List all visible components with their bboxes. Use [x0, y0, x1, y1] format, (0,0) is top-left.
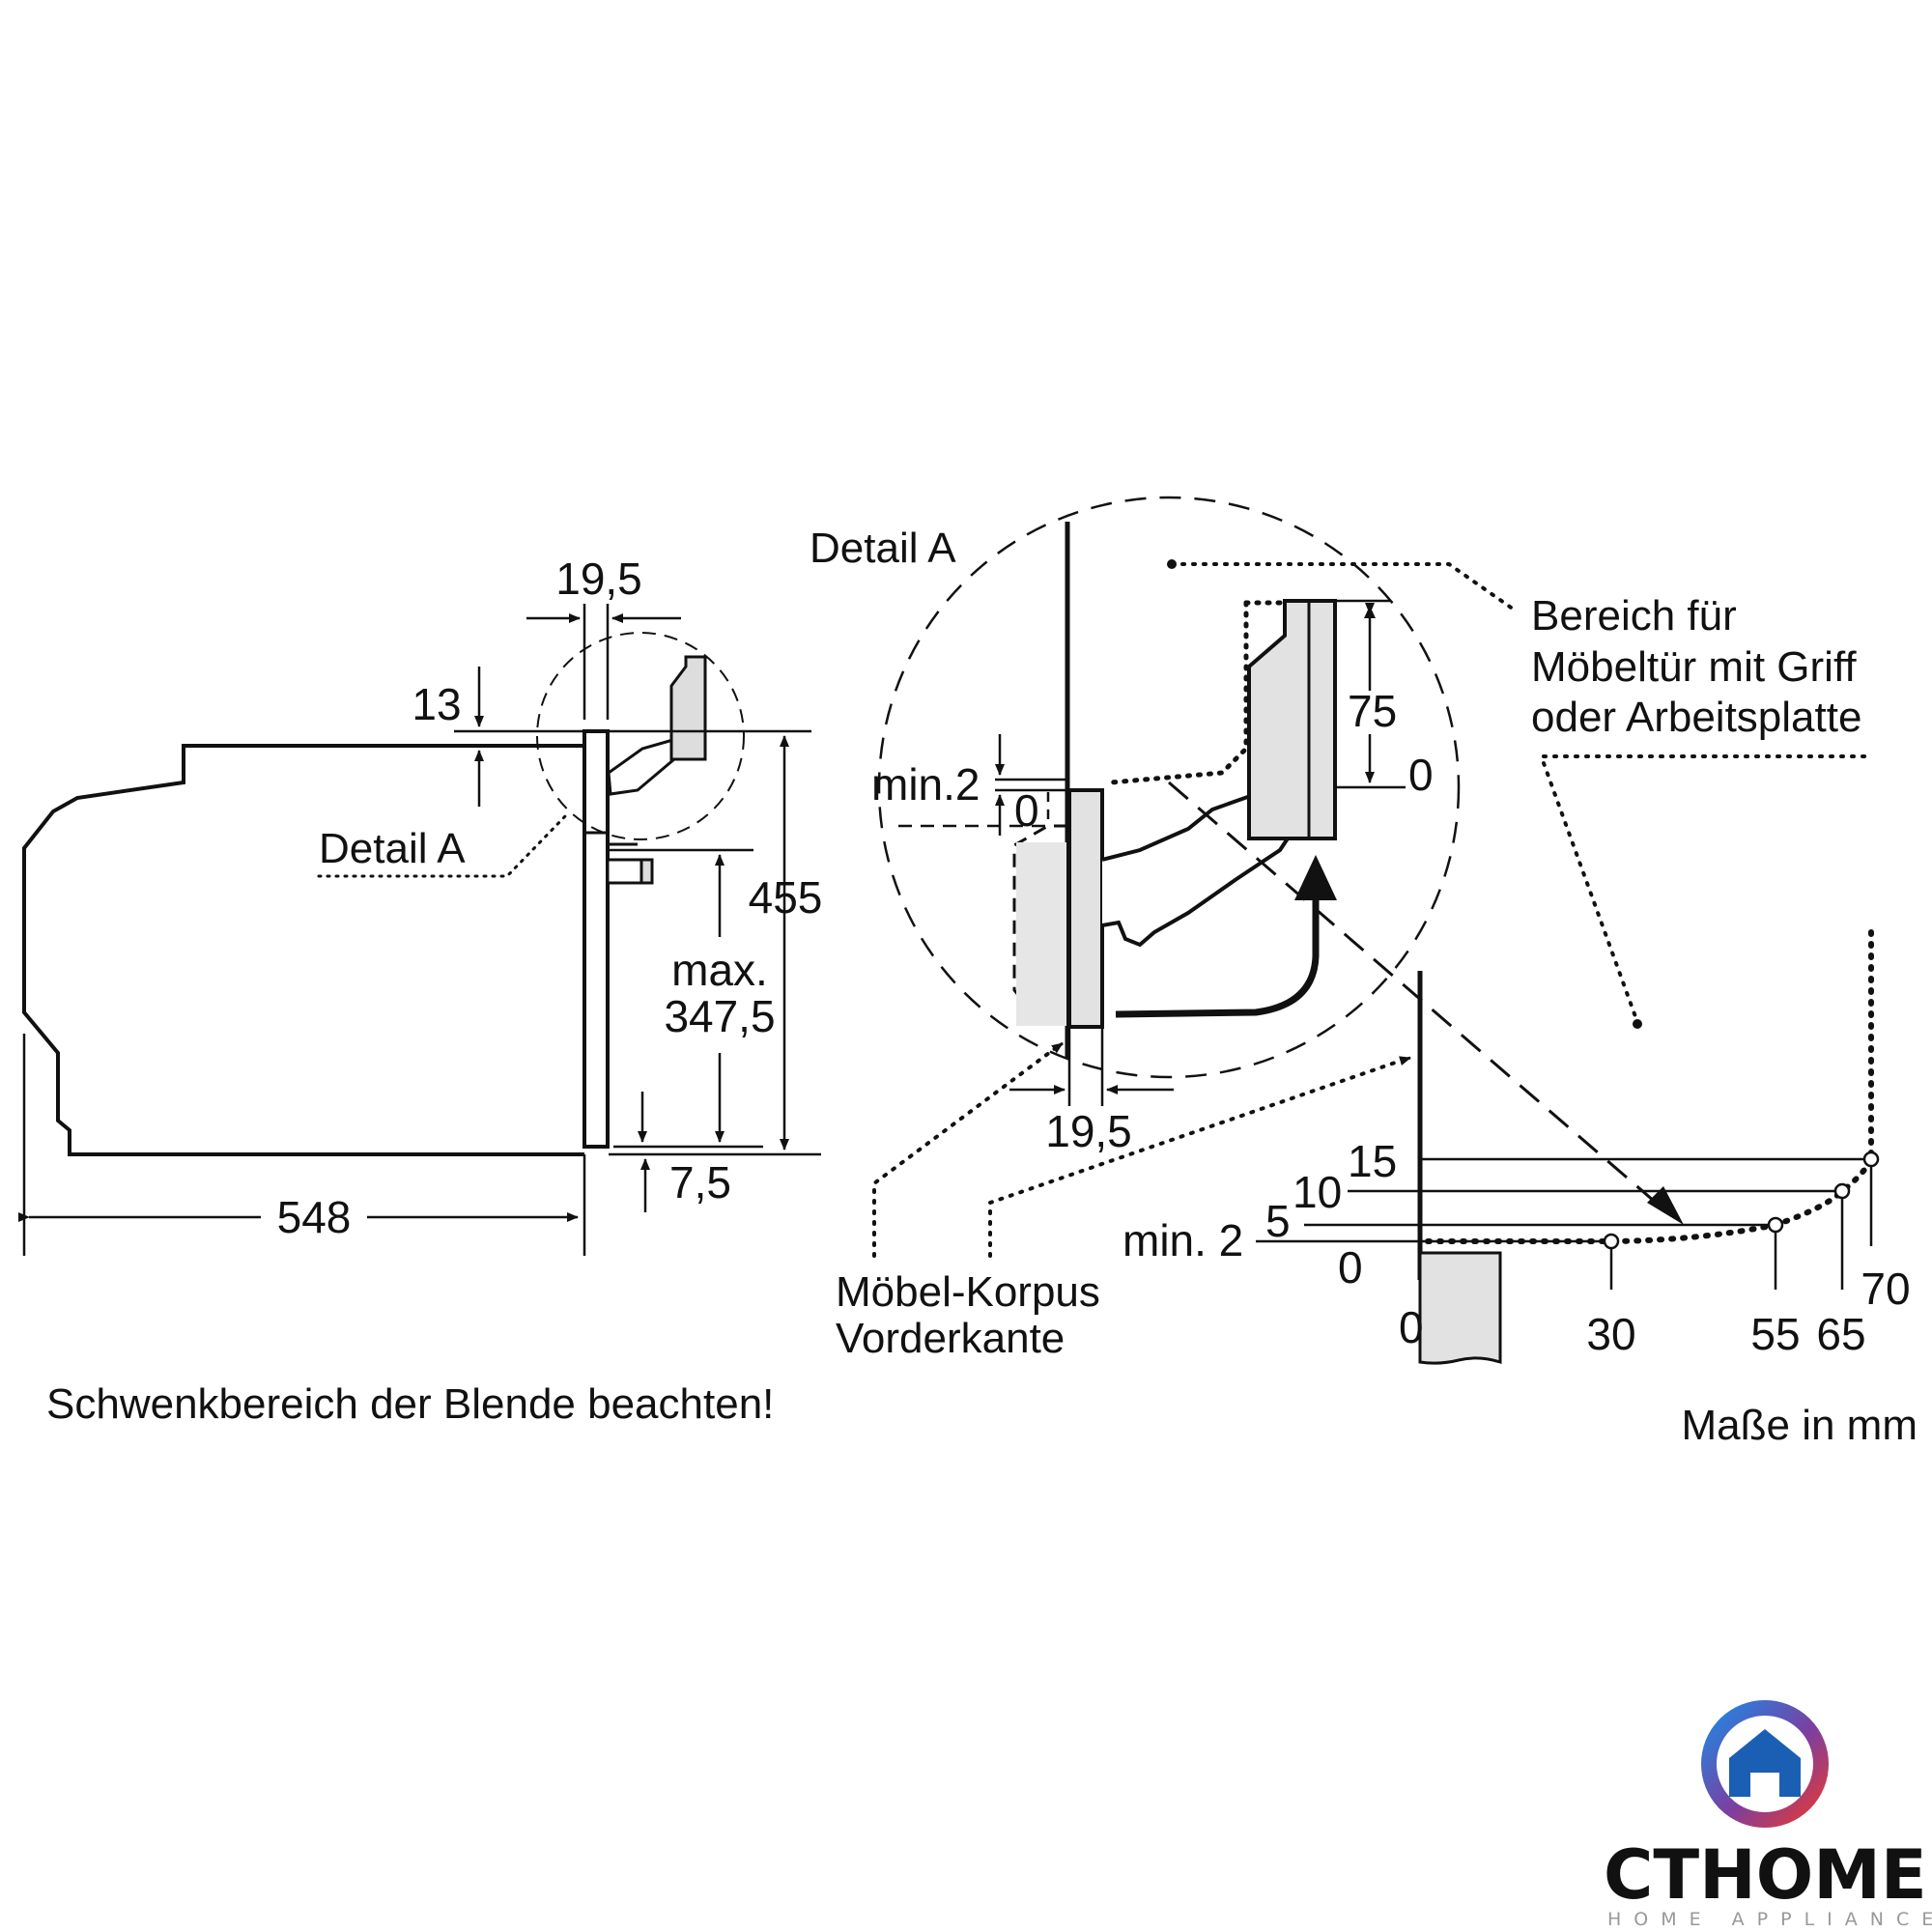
graph-y-10: 10: [1293, 1167, 1342, 1217]
dim-347-5: 347,5: [664, 991, 775, 1041]
door-blade-small: [669, 655, 707, 761]
area-label: Bereich für Möbeltür mit Griff oder Arbe…: [1531, 592, 1861, 741]
graph-x-0: 0: [1399, 1302, 1424, 1352]
swing-curve-dotted: [1425, 1156, 1874, 1244]
dim-7-5: 7,5: [669, 1157, 731, 1208]
detail-circle-small: [536, 632, 745, 840]
front-panel-large: [1067, 788, 1104, 1029]
appliance-side-view: [18, 604, 821, 1256]
swing-arrow: [1115, 898, 1320, 1018]
dim-19-5-top: 19,5: [555, 554, 642, 604]
logo-text: CTHOME: [1604, 1835, 1927, 1915]
graph-y-min-2: min. 2: [1122, 1215, 1243, 1265]
dim-zero-detail-b: 0: [1408, 750, 1434, 800]
corpus-block: [1418, 1251, 1502, 1365]
area-label-line-1: Bereich für: [1531, 592, 1737, 639]
detail-circle-large: [877, 496, 1461, 1079]
cthome-logo: CTHOME HOME APPLIANCES: [1604, 1700, 1932, 1930]
graph-x-55: 55: [1750, 1309, 1800, 1359]
detail-a-enlarged: [872, 496, 1871, 1258]
dim-13: 13: [412, 679, 461, 729]
graph-y-0: 0: [1338, 1242, 1363, 1293]
area-label-line-3: oder Arbeitsplatte: [1531, 694, 1861, 741]
graph-x-30: 30: [1586, 1309, 1635, 1359]
corpus-label-line-1: Möbel-Korpus: [836, 1268, 1100, 1316]
oven-body-outline: [22, 744, 584, 1156]
corpus-label-line-2: Vorderkante: [836, 1315, 1065, 1362]
front-panel: [582, 729, 610, 1149]
house-icon: [1729, 1729, 1801, 1797]
graph-y-15: 15: [1348, 1136, 1397, 1186]
swing-clearance-graph: [1256, 920, 1880, 1365]
dim-75: 75: [1348, 686, 1397, 736]
dim-max-label: max.: [671, 945, 768, 995]
detail-a-title: Detail A: [810, 525, 956, 572]
dim-min-2-detail: min.2: [871, 759, 980, 810]
dim-19-5-bottom: 19,5: [1045, 1106, 1132, 1156]
graph-x-65: 65: [1816, 1309, 1865, 1359]
dim-455: 455: [749, 872, 823, 923]
logo-ring: [1701, 1700, 1829, 1828]
area-label-line-2: Möbeltür mit Griff: [1531, 643, 1857, 691]
dim-548: 548: [277, 1192, 352, 1242]
graph-y-5: 5: [1265, 1196, 1291, 1246]
logo-tagline: HOME APPLIANCES: [1607, 1909, 1932, 1930]
corpus-label: Möbel-Korpus Vorderkante: [836, 1268, 1100, 1362]
dim-zero-detail-a: 0: [1014, 785, 1039, 836]
swing-area-note: Schwenkbereich der Blende beachten!: [46, 1380, 774, 1428]
graph-x-70: 70: [1861, 1264, 1910, 1314]
door-blade-large: [1247, 599, 1337, 840]
units-note: Maße in mm: [1682, 1402, 1918, 1449]
detail-a-small-label: Detail A: [319, 825, 466, 872]
swing-path-dashed: [1168, 781, 1662, 1209]
